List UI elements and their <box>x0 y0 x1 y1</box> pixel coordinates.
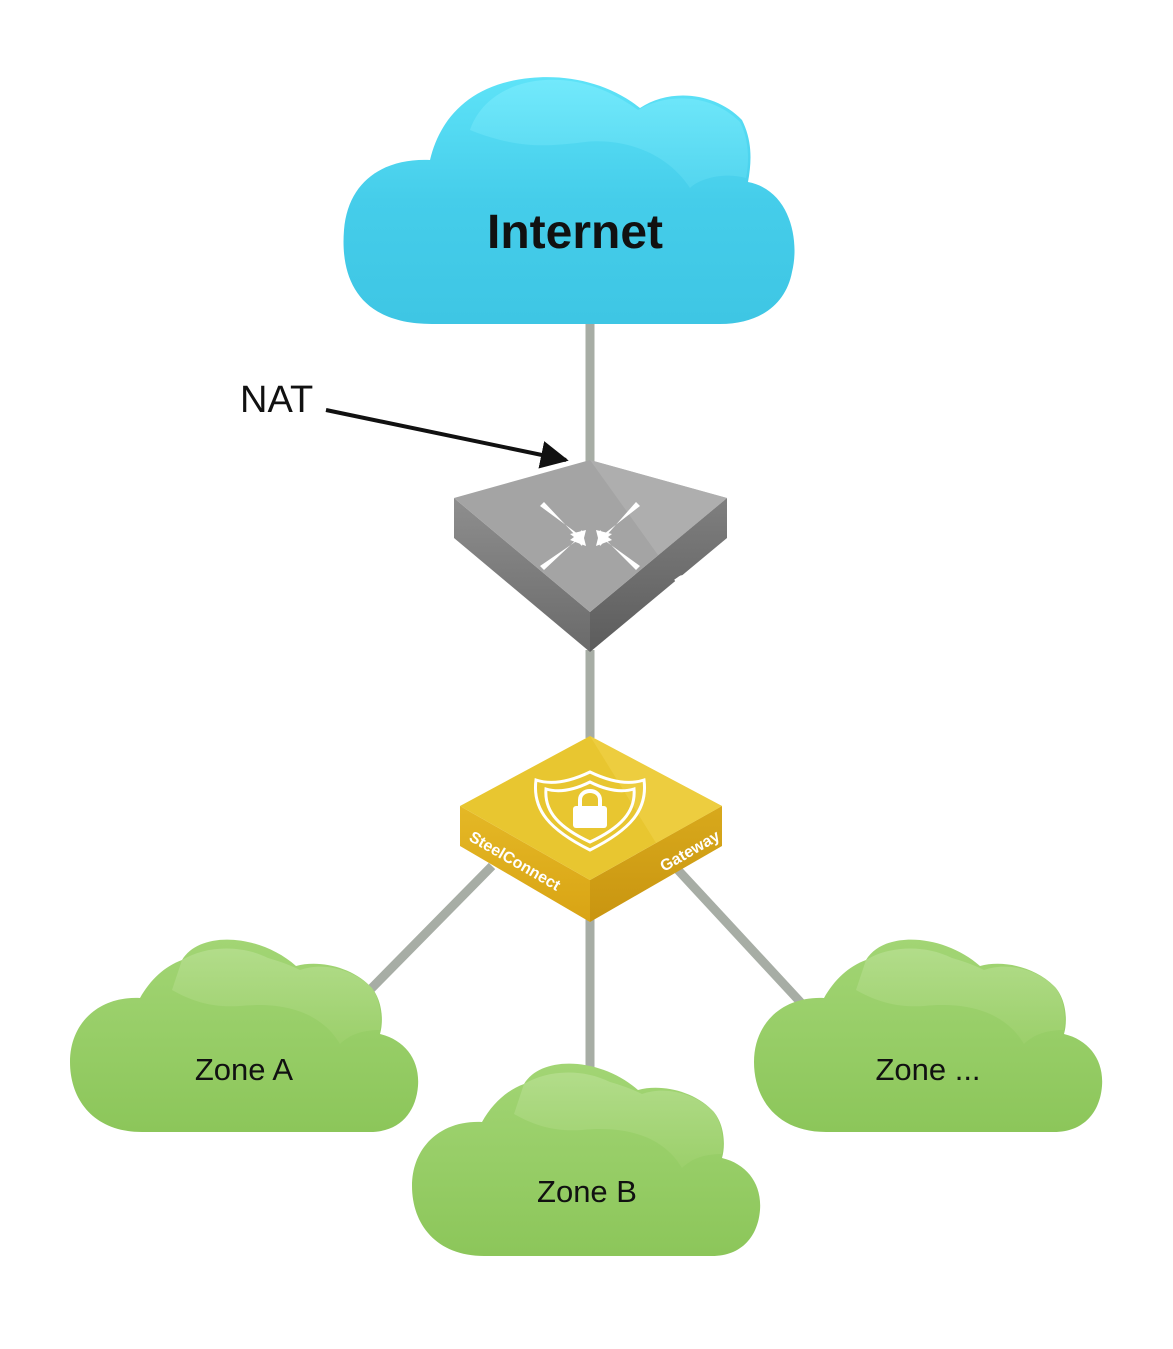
zone-more-cloud: Zone ... <box>754 939 1103 1132</box>
zone-b-cloud: Zone B <box>412 1063 761 1256</box>
zone-more-label: Zone ... <box>875 1052 980 1087</box>
link-gateway-zone-more <box>674 866 808 1010</box>
router-device: Router <box>454 460 727 652</box>
internet-cloud: Internet <box>343 77 795 325</box>
nat-annotation: NAT <box>240 379 569 469</box>
zone-a-label: Zone A <box>195 1052 294 1087</box>
gateway-device: SteelConnect Gateway <box>460 736 723 922</box>
zone-a-cloud: Zone A <box>70 939 419 1132</box>
nat-label: NAT <box>240 379 313 421</box>
nat-arrow <box>325 408 569 469</box>
link-gateway-zone-a <box>358 862 496 1002</box>
connectors <box>358 318 808 1090</box>
shield-lock-icon <box>533 770 647 852</box>
internet-label: Internet <box>487 206 663 259</box>
router-arrows-icon <box>540 502 640 570</box>
zone-b-label: Zone B <box>537 1174 637 1209</box>
